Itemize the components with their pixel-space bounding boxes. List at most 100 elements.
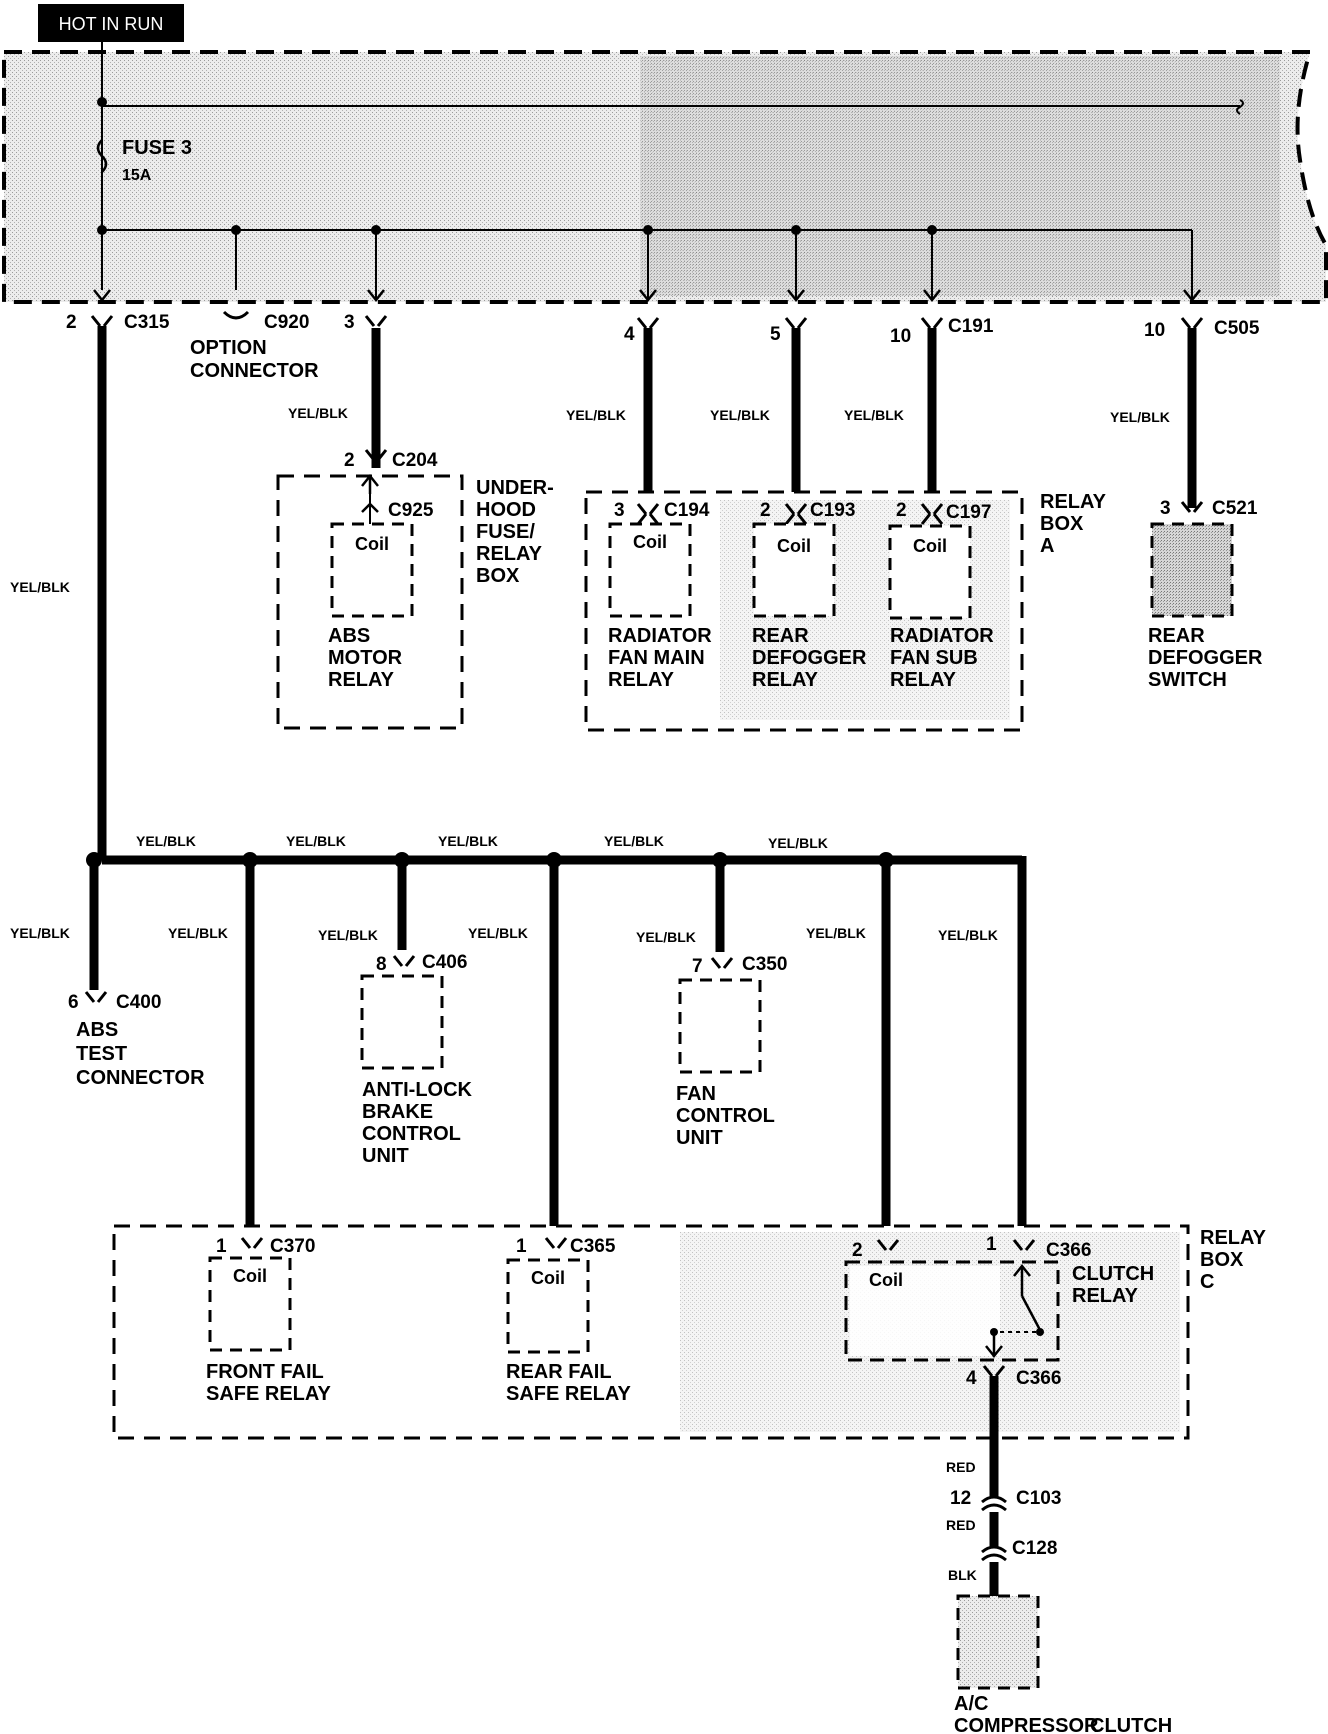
- c365-pin: 1: [516, 1236, 527, 1257]
- c315-id: C315: [124, 312, 170, 333]
- c400-id: C400: [116, 992, 161, 1013]
- c370-pin: 1: [216, 1236, 227, 1257]
- c191-pin: 10: [890, 326, 911, 347]
- wire-label: YEL/BLK: [566, 407, 626, 423]
- wire-label: YEL/BLK: [288, 405, 348, 421]
- c366-id-bottom: C366: [1016, 1368, 1061, 1389]
- c366-pin-4: 4: [966, 1368, 977, 1389]
- wire-label: YEL/BLK: [438, 833, 498, 849]
- fan-control-label: UNIT: [676, 1127, 723, 1149]
- underhood-label: BOX: [476, 565, 520, 587]
- front-fail-label: FRONT FAIL: [206, 1361, 324, 1383]
- abs-test-label: CONNECTOR: [76, 1067, 205, 1089]
- relay-box-c-label: RELAY: [1200, 1227, 1267, 1249]
- underhood-label: HOOD: [476, 499, 536, 521]
- ac-clutch-label: CLUTCH: [1090, 1715, 1172, 1734]
- fuse-rating: 15A: [122, 167, 152, 184]
- abs-test-label: TEST: [76, 1043, 127, 1065]
- connector-c920: C920 OPTION CONNECTOR: [190, 310, 319, 382]
- abs-motor-label: RELAY: [328, 669, 395, 691]
- connector-c315: 2 C315: [66, 312, 170, 333]
- c103-pin: 12: [950, 1488, 971, 1509]
- connector-c370: 1 C370: [216, 1236, 315, 1257]
- coil-label: Coil: [777, 536, 811, 556]
- wire-label: YEL/BLK: [768, 835, 828, 851]
- connector-c193: 2 C193: [760, 500, 855, 525]
- fuse-icon: [96, 139, 108, 173]
- c521-pin: 3: [1160, 498, 1171, 519]
- wire-label: RED: [946, 1517, 976, 1533]
- clutch-relay: Coil CLUTCH RELAY: [844, 1260, 1154, 1362]
- relay-box-a-label: RELAY: [1040, 491, 1107, 513]
- c191-id: C191: [948, 316, 994, 337]
- fan-control-label: CONTROL: [676, 1105, 775, 1127]
- c204-pin: 2: [344, 450, 355, 471]
- connector-c197: 2 C197: [896, 500, 991, 525]
- radiator-sub-label: RADIATOR: [890, 625, 994, 647]
- rear-defogger-switch: REAR DEFOGGER SWITCH: [1148, 522, 1263, 691]
- radiator-main-label: RELAY: [608, 669, 675, 691]
- underhood-label: RELAY: [476, 543, 543, 565]
- c366-pin-2: 2: [852, 1240, 863, 1261]
- front-fail-safe-relay: Coil FRONT FAIL SAFE RELAY: [206, 1256, 332, 1405]
- anti-lock-brake-control-unit: ANTI-LOCK BRAKE CONTROL UNIT: [360, 974, 473, 1167]
- c521-id: C521: [1212, 498, 1258, 519]
- c193-id: C193: [810, 500, 855, 521]
- c505-id: C505: [1214, 318, 1260, 339]
- radiator-main-label: RADIATOR: [608, 625, 712, 647]
- c920-label-1: OPTION: [190, 337, 267, 359]
- connector-pin5: 5: [770, 317, 808, 345]
- connector-c128: C128: [981, 1538, 1057, 1562]
- radiator-fan-main-relay: Coil RADIATOR FAN MAIN RELAY: [608, 522, 712, 691]
- rear-defogger-relay-label: RELAY: [752, 669, 819, 691]
- radiator-sub-label: FAN SUB: [890, 647, 978, 669]
- coil-label: Coil: [869, 1270, 903, 1290]
- ac-clutch-label: A/C: [954, 1693, 988, 1715]
- clutch-relay-label: RELAY: [1072, 1285, 1139, 1307]
- coil-label: Coil: [355, 534, 389, 554]
- connector-c103: 12 C103: [950, 1488, 1061, 1512]
- c315-pin: 2: [66, 312, 77, 333]
- connector-c366-top: 2 1 C366: [852, 1234, 1091, 1261]
- c350-id: C350: [742, 954, 787, 975]
- wire-label: YEL/BLK: [468, 925, 528, 941]
- c505-pin: 10: [1144, 320, 1165, 341]
- c925-id: C925: [388, 500, 434, 521]
- pin-4-label: 4: [624, 324, 635, 345]
- c400-pin: 6: [68, 992, 79, 1013]
- radiator-main-label: FAN MAIN: [608, 647, 705, 669]
- relay-box-c-label: BOX: [1200, 1249, 1244, 1271]
- c194-pin: 3: [614, 500, 625, 521]
- rear-fail-label: REAR FAIL: [506, 1361, 612, 1383]
- wire-label: YEL/BLK: [10, 579, 70, 595]
- c920-id: C920: [264, 312, 309, 333]
- wire-label: YEL/BLK: [806, 925, 866, 941]
- underhood-label: FUSE/: [476, 521, 535, 543]
- c365-id: C365: [570, 1236, 616, 1257]
- pin-3-label: 3: [344, 312, 355, 333]
- c128-id: C128: [1012, 1538, 1057, 1559]
- relay-box-a-label: BOX: [1040, 513, 1084, 535]
- wire-label: YEL/BLK: [318, 927, 378, 943]
- connector-c191: 10 C191: [890, 316, 994, 347]
- connector-c350: 7 C350: [692, 954, 787, 977]
- anti-lock-label: UNIT: [362, 1145, 409, 1167]
- anti-lock-label: CONTROL: [362, 1123, 461, 1145]
- c406-pin: 8: [376, 954, 387, 975]
- header-badge: HOT IN RUN: [38, 4, 184, 42]
- header-label: HOT IN RUN: [59, 14, 164, 34]
- wire-label: BLK: [948, 1567, 977, 1583]
- anti-lock-label: ANTI-LOCK: [362, 1079, 473, 1101]
- open-connector-icon: [222, 310, 250, 320]
- coil-label: Coil: [233, 1266, 267, 1286]
- fuse-name: FUSE 3: [122, 137, 192, 159]
- coil-label: Coil: [913, 536, 947, 556]
- c370-id: C370: [270, 1236, 315, 1257]
- c920-label-2: CONNECTOR: [190, 360, 319, 382]
- anti-lock-label: BRAKE: [362, 1101, 433, 1123]
- abs-motor-label: ABS: [328, 625, 370, 647]
- wire-label: YEL/BLK: [168, 925, 228, 941]
- relay-box-c-label: C: [1200, 1271, 1214, 1293]
- coil-label: Coil: [531, 1268, 565, 1288]
- wire-label: RED: [946, 1459, 976, 1475]
